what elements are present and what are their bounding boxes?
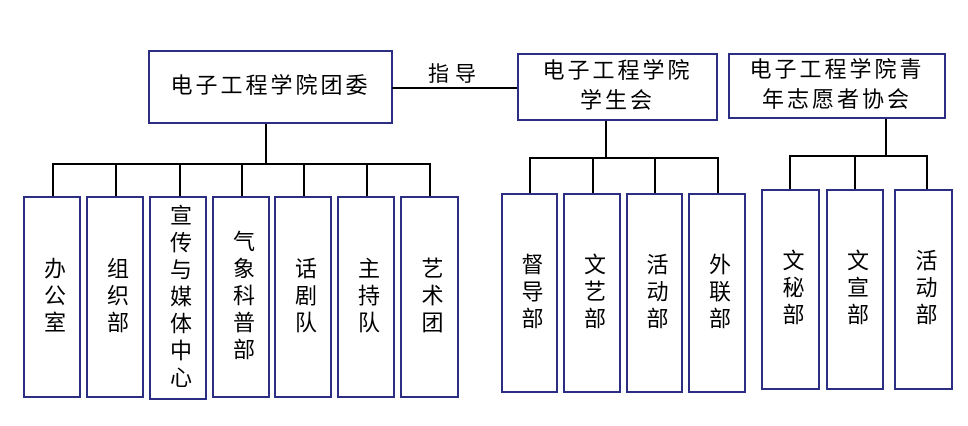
org-node-youth-league-committee: 电子工程学院团委 [148, 50, 393, 124]
connector-line [265, 124, 267, 165]
org-node-label-line1: 电子工程学院 [542, 59, 693, 84]
dept-box-external-relations-dept: 外联部 [688, 193, 746, 393]
org-node-student-union: 电子工程学院 学生会 [517, 53, 718, 121]
connector-line [789, 155, 928, 157]
connector-line [366, 163, 368, 196]
connector-line [392, 87, 517, 89]
dept-box-art-troupe: 艺术团 [400, 196, 459, 398]
org-node-label-line2: 年志愿者协会 [761, 88, 912, 113]
connector-line [52, 163, 54, 196]
connector-line [926, 155, 928, 189]
dept-box-hosting-team: 主持队 [337, 196, 395, 398]
connector-line [115, 163, 117, 196]
edge-label-guidance: 指导 [428, 62, 482, 86]
connector-line [854, 155, 856, 189]
dept-box-meteorology-science-dept: 气象科普部 [212, 196, 270, 398]
connector-line [605, 121, 607, 159]
connector-line [885, 119, 887, 157]
dept-box-activities-dept-volunteers: 活动部 [894, 189, 953, 390]
connector-line [429, 163, 431, 196]
connector-line [303, 163, 305, 196]
connector-line [529, 157, 719, 159]
connector-line [241, 163, 243, 196]
dept-box-publicity-dept: 文宣部 [826, 189, 884, 390]
org-node-label-line2: 学生会 [579, 89, 655, 114]
connector-line [592, 157, 594, 193]
dept-box-drama-team: 话剧队 [274, 196, 332, 398]
dept-box-supervision-dept: 督导部 [501, 193, 558, 393]
dept-box-secretarial-dept: 文秘部 [761, 189, 820, 390]
connector-line [179, 163, 181, 196]
connector-line [717, 157, 719, 193]
dept-box-arts-dept: 文艺部 [563, 193, 621, 393]
dept-box-office: 办公室 [23, 196, 81, 398]
connector-line [789, 155, 791, 189]
connector-line [654, 157, 656, 193]
dept-box-activities-dept: 活动部 [626, 193, 683, 393]
dept-box-organization-dept: 组织部 [86, 196, 144, 398]
org-node-label-line1: 电子工程学院青 [749, 58, 925, 83]
org-node-label: 电子工程学院团委 [170, 74, 371, 99]
connector-line [529, 157, 531, 193]
dept-box-publicity-media-center: 宣传与媒体中心 [149, 196, 207, 400]
org-node-youth-volunteers-association: 电子工程学院青 年志愿者协会 [728, 53, 946, 119]
